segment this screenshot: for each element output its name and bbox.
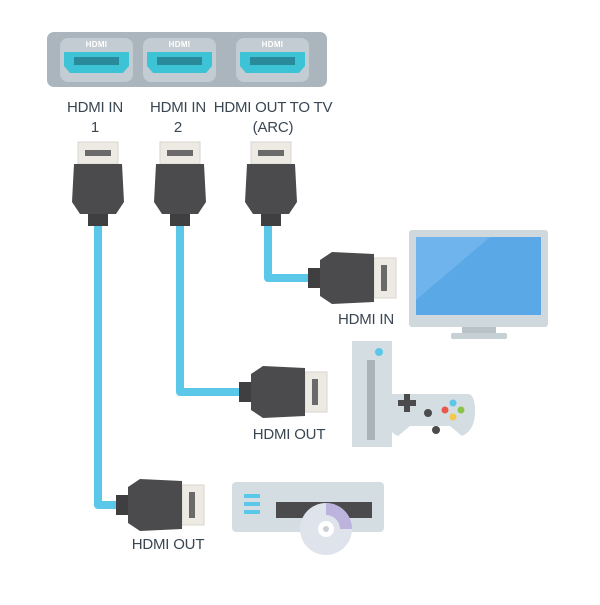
- cable-3: [264, 225, 310, 282]
- port-2-label: HDMI IN 2: [138, 98, 218, 138]
- port-3-label-line2: (ARC): [252, 119, 294, 136]
- console-connector-label: HDMI OUT: [252, 426, 326, 443]
- port-3-label-line1: HDMI OUT TO TV: [213, 99, 333, 116]
- game-console-icon: [352, 341, 392, 447]
- port-1-label-line1: HDMI IN: [66, 99, 124, 116]
- hdmi-plug-icon: [71, 141, 125, 227]
- hdmi-port-3: HDMI: [236, 38, 309, 82]
- player-connector-label: HDMI OUT: [131, 536, 205, 553]
- tv-icon: [409, 230, 548, 339]
- cable-1: [94, 225, 120, 509]
- disc-icon: [300, 503, 352, 555]
- hdmi-plug-icon: [244, 141, 298, 227]
- gamepad-icon: [384, 394, 476, 436]
- hdmi-port-1: HDMI: [60, 38, 133, 82]
- hdmi-plug-icon: [238, 365, 328, 419]
- port-3-label: HDMI OUT TO TV (ARC): [208, 98, 338, 138]
- hdmi-plug-icon: [115, 478, 205, 532]
- port-1-label-line2: 1: [90, 119, 100, 136]
- cables: [94, 225, 310, 509]
- cable-2: [176, 225, 240, 396]
- port-1-text: HDMI: [86, 40, 108, 49]
- port-2-label-line1: HDMI IN: [149, 99, 207, 116]
- hdmi-port-2: HDMI: [143, 38, 216, 82]
- hdmi-plug-icon: [153, 141, 207, 227]
- port-3-text: HDMI: [262, 40, 284, 49]
- port-2-label-line2: 2: [173, 119, 183, 136]
- port-1-label: HDMI IN 1: [55, 98, 135, 138]
- port-2-text: HDMI: [169, 40, 191, 49]
- tv-connector-label: HDMI IN: [337, 311, 395, 328]
- hdmi-plug-icon: [307, 251, 397, 305]
